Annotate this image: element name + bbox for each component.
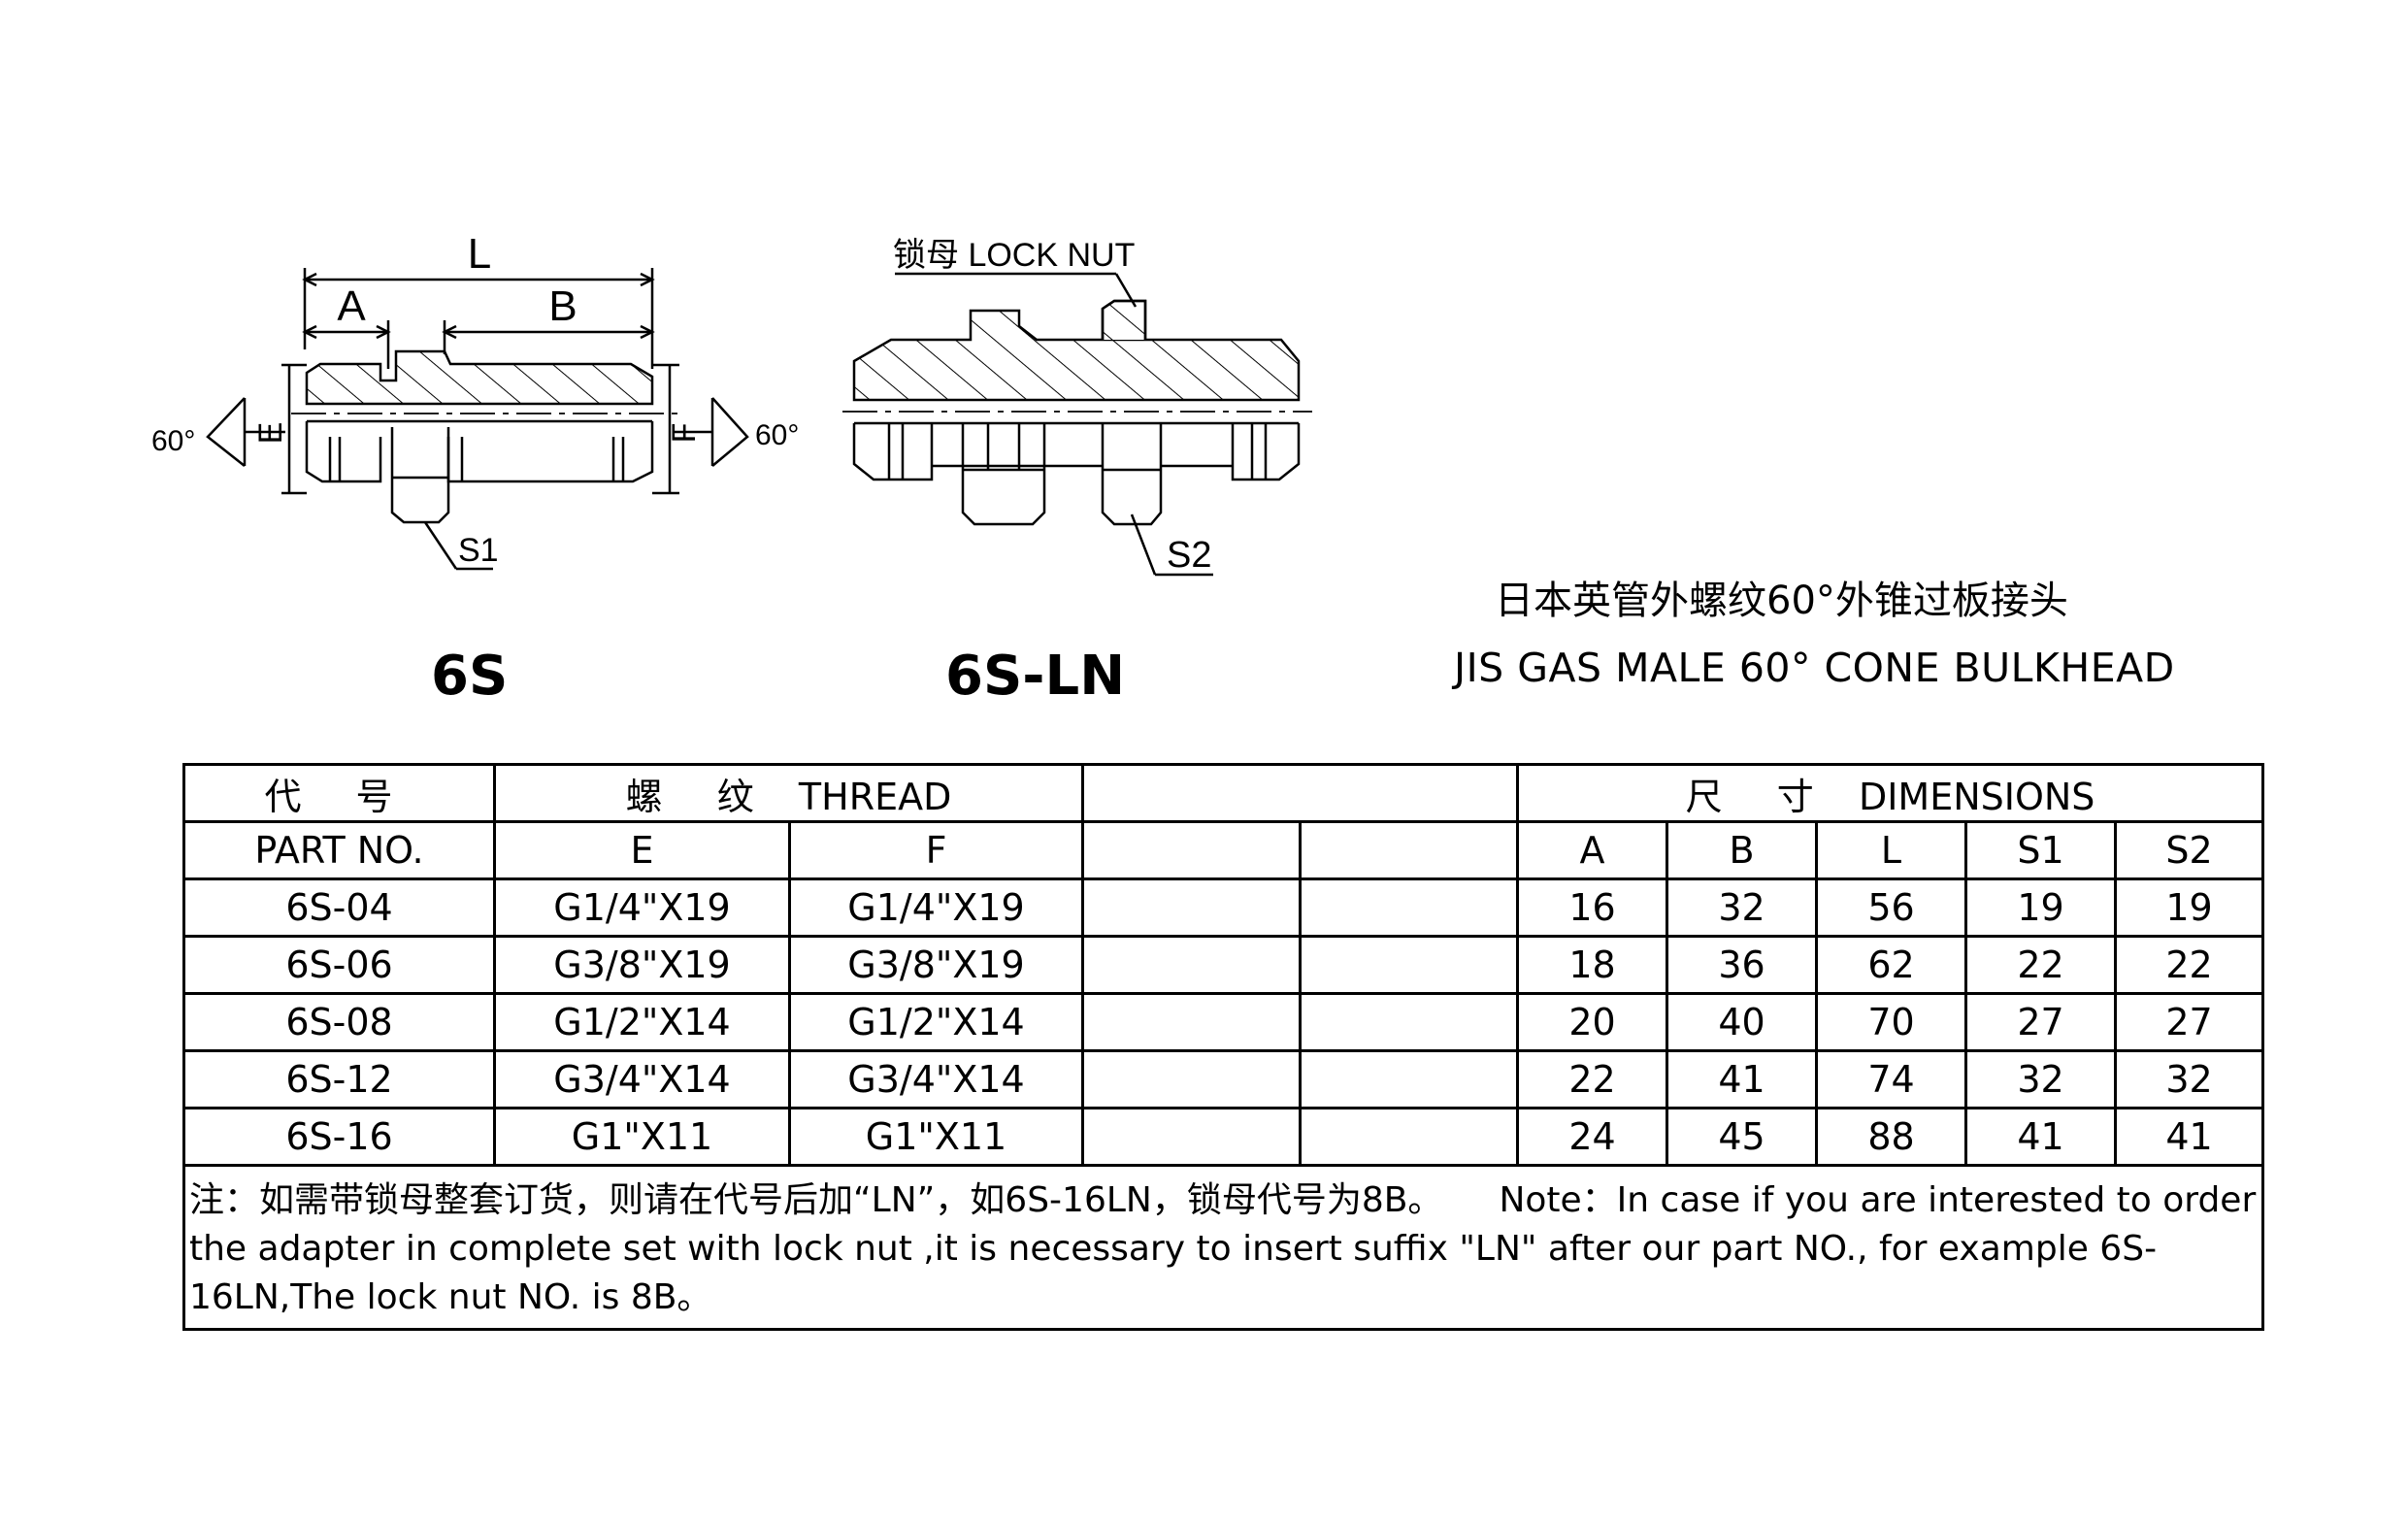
dim-a-cell: 22 <box>1516 1049 1669 1109</box>
dim-a-cell: 24 <box>1516 1107 1669 1167</box>
thread-e-cell: G1/2"X14 <box>493 992 791 1052</box>
blank-cell <box>1299 935 1520 995</box>
dim-s2-cell: 19 <box>2114 877 2265 938</box>
col-a-header: A <box>1516 820 1669 880</box>
blank-cell <box>1081 935 1303 995</box>
thread-f-cell: G3/4"X14 <box>787 1049 1085 1109</box>
dim-s2-cell: 27 <box>2114 992 2265 1052</box>
blank-header <box>1081 763 1520 823</box>
thread-e-cell: G1/4"X19 <box>493 877 791 938</box>
dim-l-cell: 74 <box>1815 1049 1968 1109</box>
part-no-header-cn: 代 号 <box>182 763 496 823</box>
dim-l-cell: 88 <box>1815 1107 1968 1167</box>
note-en: Note：In case if you are interested to or… <box>189 1180 2257 1317</box>
dim-l-cell: 62 <box>1815 935 1968 995</box>
table-row: 6S-16 G1"X11 G1"X11 24 45 88 41 41 <box>182 1107 2265 1167</box>
part-no-header-en: PART NO. <box>182 820 496 880</box>
lock-nut-label: 锁母 LOCK NUT <box>893 237 1135 274</box>
dim-b-cell: 32 <box>1666 877 1819 938</box>
dim-s1-cell: 19 <box>1964 877 2118 938</box>
dim-s2-cell: 41 <box>2114 1107 2265 1167</box>
col-l-header: L <box>1815 820 1968 880</box>
s2-label: S2 <box>1167 535 1211 576</box>
dim-s1-cell: 22 <box>1964 935 2118 995</box>
blank-cell <box>1081 877 1303 938</box>
blank-cell <box>1081 992 1303 1052</box>
note-row: 注：如需带锁母整套订货，则请在代号后加“LN”，如6S-16LN，锁母代号为8B… <box>181 1164 2265 1331</box>
dim-s1-cell: 41 <box>1964 1107 2118 1167</box>
note-cn: 注：如需带锁母整套订货，则请在代号后加“LN”，如6S-16LN，锁母代号为8B… <box>189 1180 1443 1220</box>
blank-cell <box>1299 877 1520 938</box>
technical-drawings: L A B E F 60° 60° S1 S2 锁母 LOCK NUT <box>151 230 1312 577</box>
col-f-header: F <box>787 820 1085 880</box>
thread-e-cell: G3/4"X14 <box>493 1049 791 1109</box>
dim-b-cell: 45 <box>1666 1107 1819 1167</box>
blank-cell <box>1299 1049 1520 1109</box>
thread-f-cell: G1/4"X19 <box>787 877 1085 938</box>
part-cell: 6S-04 <box>182 877 496 938</box>
thread-header: 螺 纹 THREAD <box>492 763 1085 823</box>
col-b-header: B <box>1666 820 1819 880</box>
table-row: 6S-12 G3/4"X14 G3/4"X14 22 41 74 32 32 <box>182 1049 2265 1109</box>
dim-s1-cell: 27 <box>1964 992 2118 1052</box>
blank-cell <box>1081 1107 1303 1167</box>
part-cell: 6S-06 <box>182 935 496 995</box>
col-s1-header: S1 <box>1964 820 2118 880</box>
angle-left-label: 60° <box>151 425 195 457</box>
col-e-header: E <box>493 820 791 880</box>
dim-s2-cell: 32 <box>2114 1049 2265 1109</box>
thread-f-cell: G1"X11 <box>787 1107 1085 1167</box>
dim-a-cell: 16 <box>1516 877 1669 938</box>
dim-a-cell: 20 <box>1516 992 1669 1052</box>
thread-e-cell: G1"X11 <box>493 1107 791 1167</box>
dim-l-cell: 70 <box>1815 992 1968 1052</box>
dim-b-cell: 40 <box>1666 992 1819 1052</box>
model-6s-ln-label: 6S-LN <box>945 645 1126 708</box>
s1-label: S1 <box>458 532 499 569</box>
blank-cell <box>1299 1107 1520 1167</box>
spec-table: 代 号 螺 纹 THREAD 尺 寸 DIMENSIONS PART NO. E… <box>181 763 2265 1331</box>
dim-b-cell: 36 <box>1666 935 1819 995</box>
table-row: 6S-04 G1/4"X19 G1/4"X19 16 32 56 19 19 <box>182 877 2265 938</box>
angle-right-label: 60° <box>755 419 799 451</box>
blank-col-1-header <box>1081 820 1303 880</box>
part-cell: 6S-08 <box>182 992 496 1052</box>
dim-f-label: F <box>666 423 703 444</box>
blank-cell <box>1081 1049 1303 1109</box>
dim-l-label: L <box>468 230 491 278</box>
dim-b-cell: 41 <box>1666 1049 1819 1109</box>
part-cell: 6S-16 <box>182 1107 496 1167</box>
model-6s-label: 6S <box>431 645 509 708</box>
blank-cell <box>1299 992 1520 1052</box>
product-title-cn: 日本英管外螺纹60°外锥过板接头 <box>1495 579 2068 623</box>
part-cell: 6S-12 <box>182 1049 496 1109</box>
blank-col-2-header <box>1299 820 1520 880</box>
note-cell: 注：如需带锁母整套订货，则请在代号后加“LN”，如6S-16LN，锁母代号为8B… <box>181 1164 2265 1331</box>
fitting-6s-drawing <box>206 268 749 571</box>
col-s2-header: S2 <box>2114 820 2265 880</box>
product-title-en: JIS GAS MALE 60° CONE BULKHEAD <box>1454 645 2175 691</box>
thread-e-cell: G3/8"X19 <box>493 935 791 995</box>
dim-l-cell: 56 <box>1815 877 1968 938</box>
header-row-1: 代 号 螺 纹 THREAD 尺 寸 DIMENSIONS <box>182 763 2265 823</box>
thread-f-cell: G3/8"X19 <box>787 935 1085 995</box>
dim-a-cell: 18 <box>1516 935 1669 995</box>
dim-s1-cell: 32 <box>1964 1049 2118 1109</box>
dimensions-header: 尺 寸 DIMENSIONS <box>1516 763 2265 823</box>
dim-e-label: E <box>252 422 289 445</box>
header-row-2: PART NO. E F A B L S1 S2 <box>182 820 2265 880</box>
table-row: 6S-08 G1/2"X14 G1/2"X14 20 40 70 27 27 <box>182 992 2265 1052</box>
table-row: 6S-06 G3/8"X19 G3/8"X19 18 36 62 22 22 <box>182 935 2265 995</box>
dim-b-label: B <box>548 282 577 330</box>
thread-f-cell: G1/2"X14 <box>787 992 1085 1052</box>
dim-a-label: A <box>337 282 366 330</box>
fitting-6s-ln-drawing <box>842 272 1312 577</box>
dim-s2-cell: 22 <box>2114 935 2265 995</box>
